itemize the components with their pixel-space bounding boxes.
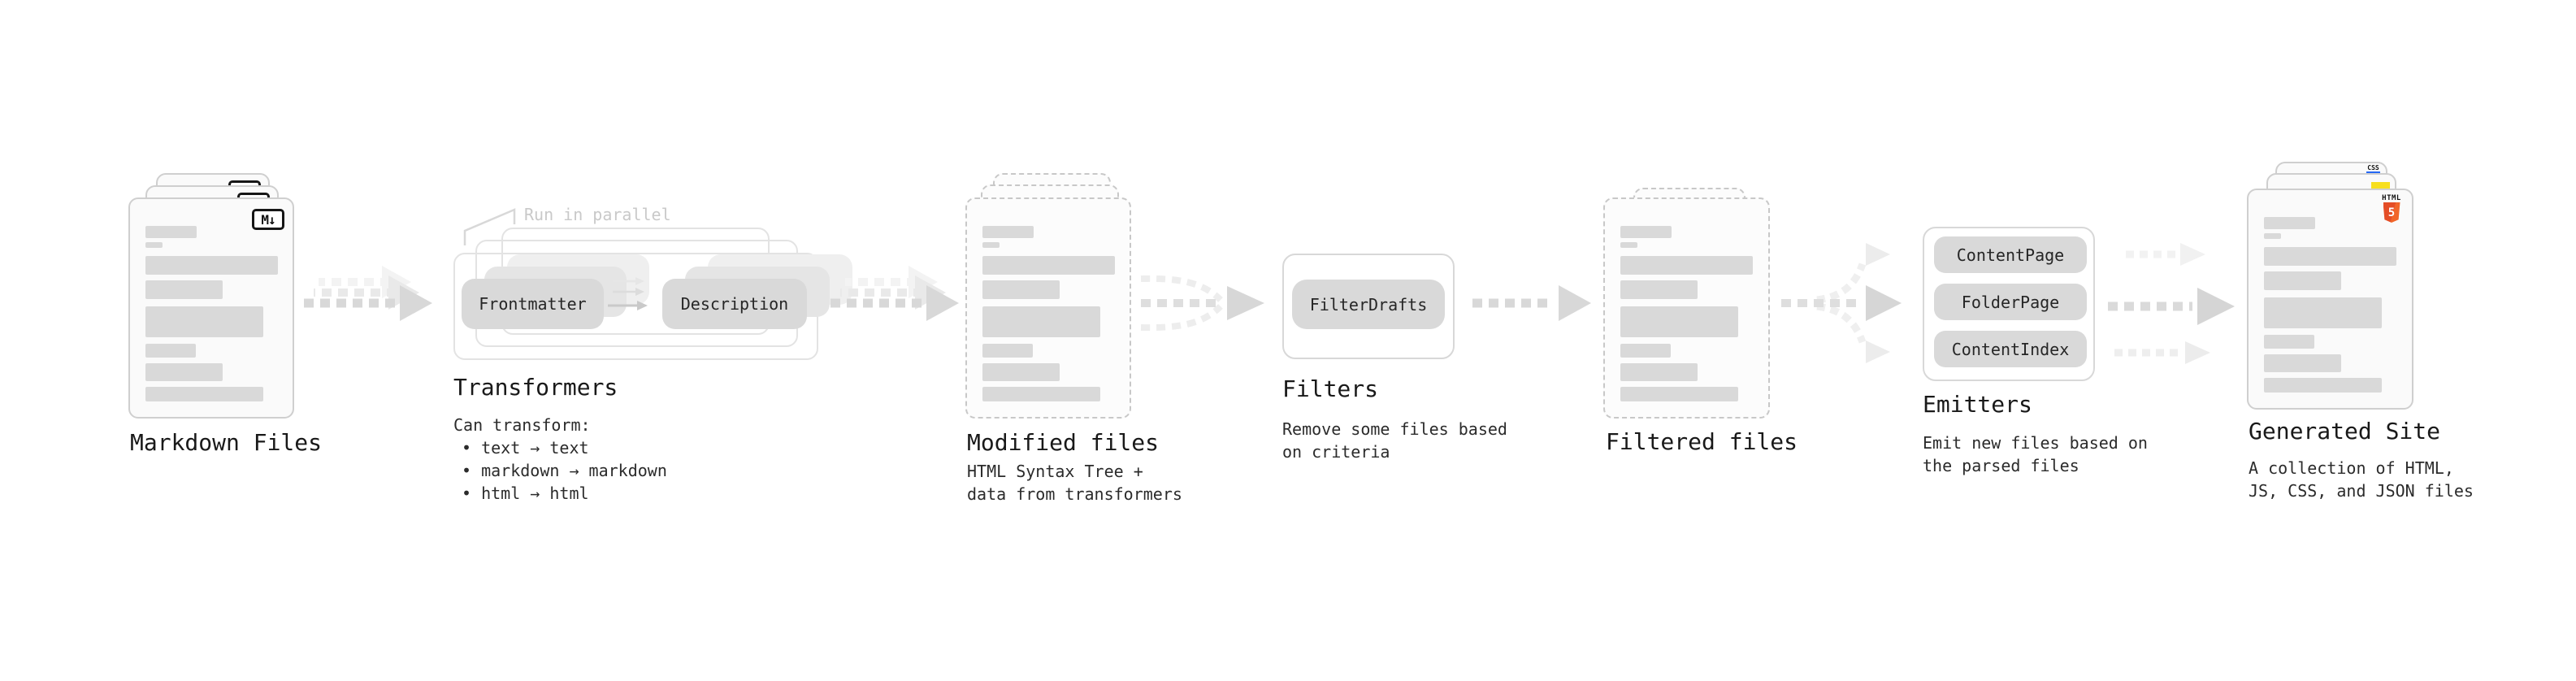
doc-content-bars xyxy=(1620,226,1768,417)
markdown-doc-front: M↓ xyxy=(128,197,294,419)
transformer-frontmatter-pill: Frontmatter xyxy=(462,279,604,329)
html5-shield: 5 xyxy=(2383,202,2400,223)
generated-site-label: Generated Site xyxy=(2249,418,2441,445)
filtered-doc-front xyxy=(1603,197,1770,419)
content-index-pill: ContentIndex xyxy=(1934,331,2087,367)
css-icon: CSS xyxy=(2366,164,2380,174)
arrow-filtered-to-emitters-split xyxy=(1781,243,1902,363)
doc-content-bars xyxy=(982,226,1130,417)
arrow-modified-to-filters-merge xyxy=(1140,275,1264,332)
filters-desc-line: on criteria xyxy=(1282,442,1390,462)
run-in-parallel-note: Run in parallel xyxy=(524,205,671,224)
filter-drafts-pill: FilterDrafts xyxy=(1292,280,1445,329)
transformers-bullet: • markdown → markdown xyxy=(462,461,667,480)
content-page-pill: ContentPage xyxy=(1934,236,2087,273)
markdown-files-label: Markdown Files xyxy=(130,429,323,456)
filters-label: Filters xyxy=(1282,375,1379,402)
generated-site-description: A collection of HTML, JS, CSS, and JSON … xyxy=(2249,457,2474,502)
html5-icon-text: HTML xyxy=(2382,194,2401,202)
modified-desc-line: data from transformers xyxy=(967,484,1182,504)
css-icon-bar xyxy=(2366,171,2380,174)
modified-desc-line: HTML Syntax Tree + xyxy=(967,462,1143,481)
arrow-filters-to-filtered xyxy=(1472,285,1591,321)
arrows-emitters-to-generated xyxy=(2108,243,2235,364)
filters-description: Remove some files based on criteria xyxy=(1282,418,1507,463)
html5-icon: HTML 5 xyxy=(2382,195,2401,223)
filtered-files-label: Filtered files xyxy=(1606,428,1798,455)
parallel-flow-arrows-icon xyxy=(608,277,648,310)
folder-page-pill: FolderPage xyxy=(1934,284,2087,320)
transformer-description-pill: Description xyxy=(662,279,807,329)
doc-content-bars xyxy=(145,226,293,417)
emitters-desc-line: Emit new files based on xyxy=(1923,433,2148,453)
markdown-icon: M↓ xyxy=(252,209,284,230)
transformers-description: Can transform: • text → text • markdown … xyxy=(453,414,667,505)
filters-desc-line: Remove some files based xyxy=(1282,419,1507,439)
arrow-transformers-to-modified xyxy=(830,266,959,321)
javascript-icon xyxy=(2371,182,2390,190)
emitters-desc-line: the parsed files xyxy=(1923,456,2079,475)
doc-content-bars xyxy=(2264,217,2412,408)
generated-desc-line: A collection of HTML, xyxy=(2249,458,2454,478)
transformers-bullet: • html → html xyxy=(462,484,589,503)
modified-files-description: HTML Syntax Tree + data from transformer… xyxy=(967,460,1182,505)
note-leader-line xyxy=(463,208,516,245)
modified-doc-front xyxy=(965,197,1131,419)
css-icon-text: CSS xyxy=(2367,164,2379,171)
html5-number: 5 xyxy=(2387,206,2396,219)
transformers-bullet: • text → text xyxy=(462,438,589,458)
generated-doc-html: HTML 5 xyxy=(2247,189,2413,410)
generated-desc-line: JS, CSS, and JSON files xyxy=(2249,481,2474,501)
emitters-description: Emit new files based on the parsed files xyxy=(1923,432,2148,477)
arrow-markdown-to-transformers xyxy=(304,266,432,321)
emitters-label: Emitters xyxy=(1923,391,2032,418)
modified-files-label: Modified files xyxy=(967,429,1160,456)
transformers-label: Transformers xyxy=(453,374,618,401)
transformers-desc-line: Can transform: xyxy=(453,415,591,435)
